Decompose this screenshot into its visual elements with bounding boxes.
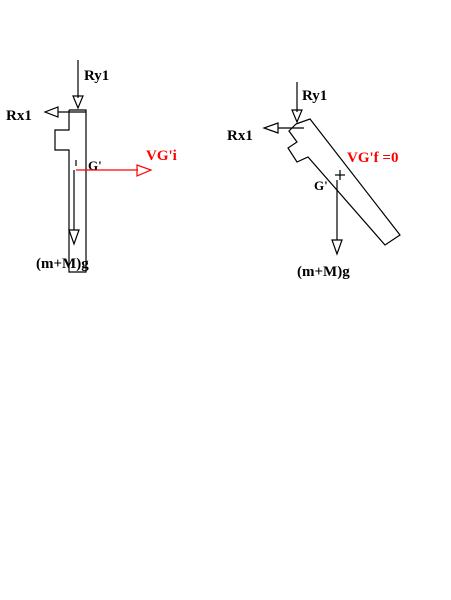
right-rx-arrow: [262, 122, 304, 134]
right-velocity-label: VG'f =0: [347, 150, 398, 166]
left-weight-label: (m+M)g: [36, 256, 89, 272]
right-g-label: G': [314, 178, 328, 193]
left-bar: [54, 109, 87, 273]
right-weight-label: (m+M)g: [297, 264, 350, 280]
right-rx-label: Rx1: [227, 128, 253, 144]
right-g-mark: [335, 170, 345, 180]
left-ry-arrow: [72, 60, 84, 110]
left-velocity-arrow: [76, 164, 153, 177]
right-ry-label: Ry1: [302, 88, 327, 104]
right-bar: [287, 118, 401, 246]
left-g-label: G': [88, 158, 102, 173]
right-weight-arrow: [331, 180, 343, 256]
left-velocity-label: VG'i: [146, 148, 177, 164]
left-weight-arrow: [68, 170, 80, 246]
left-rx-label: Rx1: [6, 108, 32, 124]
right-diagram: Ry1 Rx1 VG'f =0 G' (m+M)g: [227, 82, 401, 280]
left-ry-label: Ry1: [84, 68, 109, 84]
left-rx-arrow: [43, 106, 86, 118]
left-diagram: Ry1 Rx1 G' VG'i (m+M)g: [6, 60, 177, 273]
right-ry-arrow: [291, 82, 303, 124]
